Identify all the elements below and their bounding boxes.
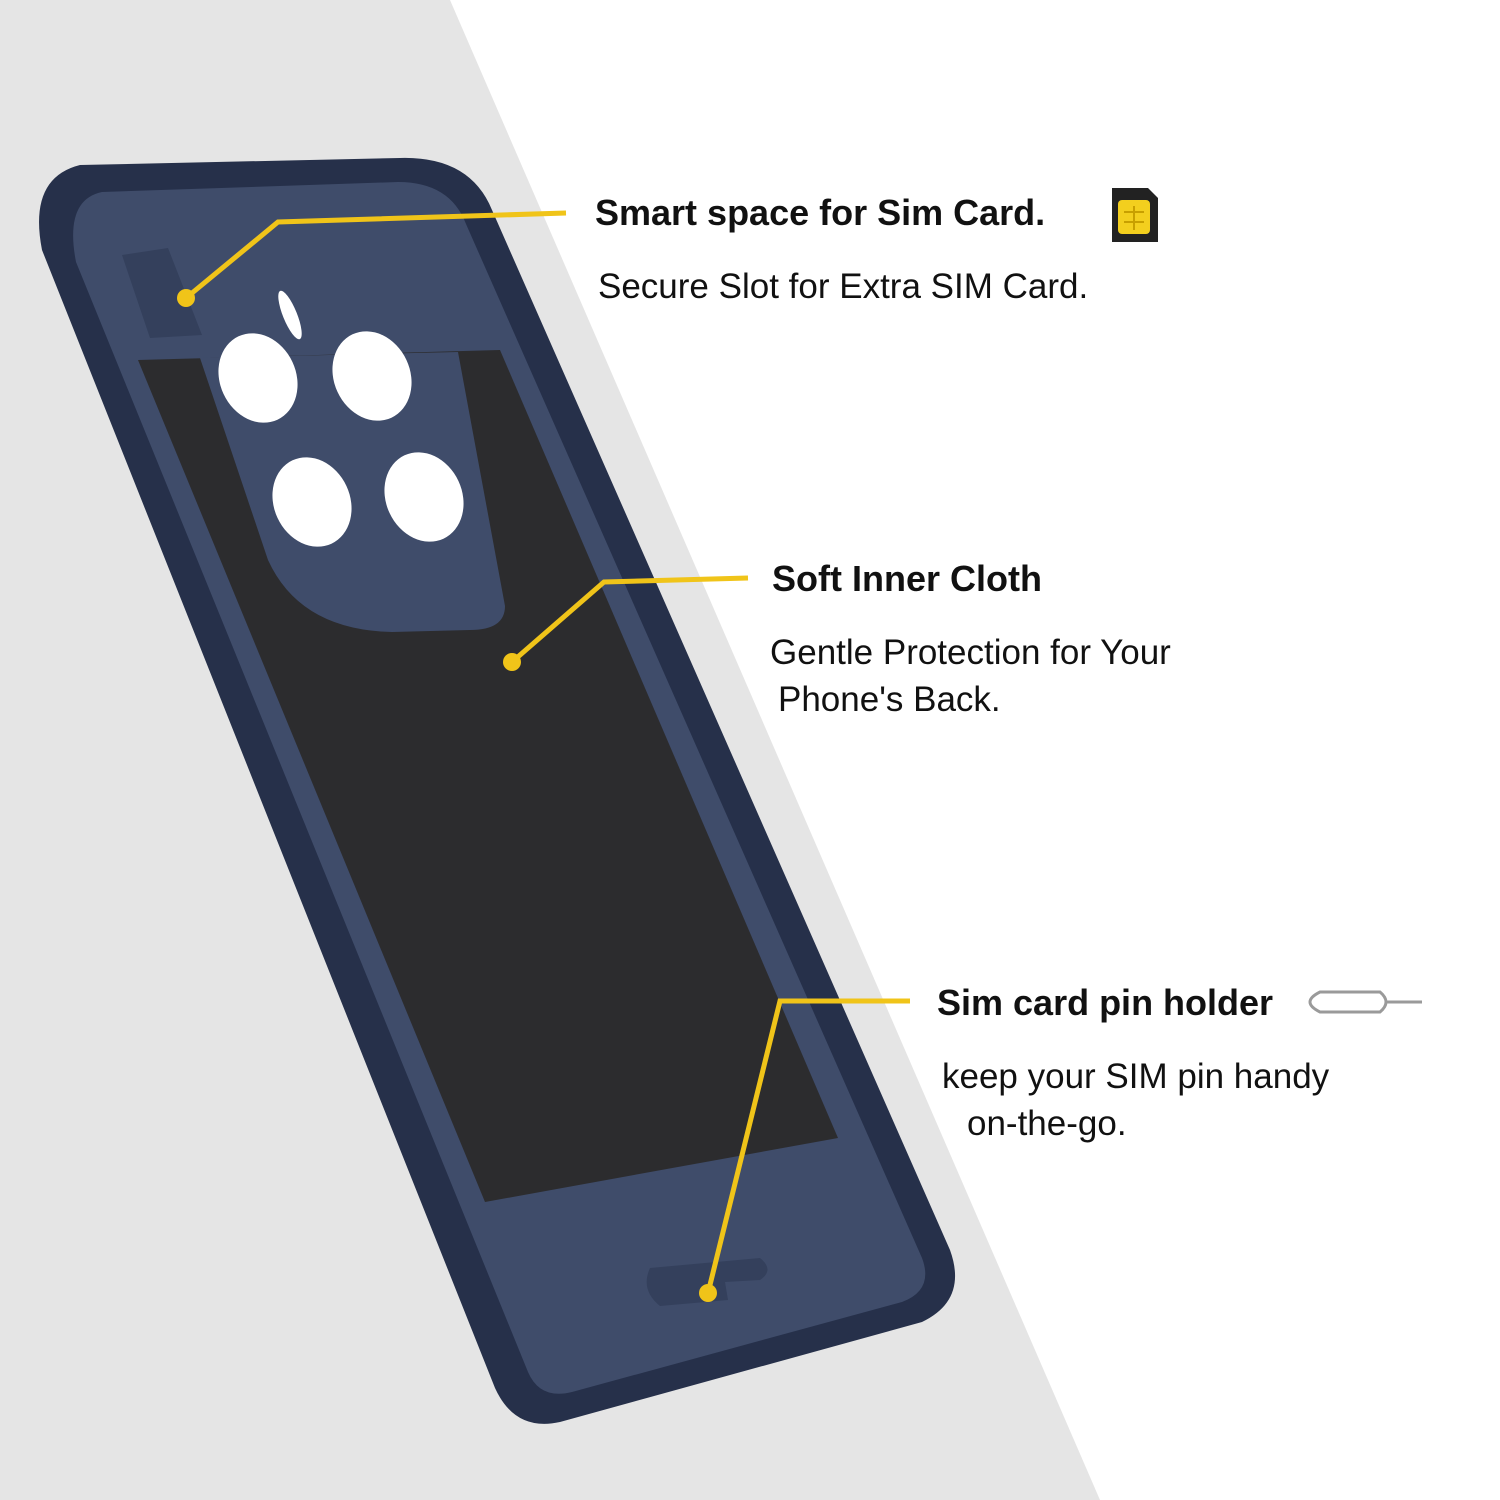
pin-holder-slot (646, 1258, 768, 1306)
phone-case (39, 157, 956, 1424)
feature-desc-inner-cloth-1: Gentle Protection for Your (770, 633, 1171, 672)
feature-title-inner-cloth: Soft Inner Cloth (772, 558, 1042, 599)
feature-desc-inner-cloth-2: Phone's Back. (778, 680, 1001, 719)
feature-title-pin-holder: Sim card pin holder (937, 982, 1274, 1023)
sim-card-icon (1112, 188, 1158, 242)
feature-desc-pin-holder-1: keep your SIM pin handy (942, 1057, 1330, 1096)
feature-title-sim-space: Smart space for Sim Card. (595, 192, 1046, 233)
feature-desc-pin-holder-2: on-the-go. (967, 1104, 1127, 1143)
feature-desc-sim-space: Secure Slot for Extra SIM Card. (598, 267, 1089, 306)
camera-island (200, 352, 505, 632)
sim-slot (122, 248, 202, 338)
callout-lines (184, 210, 910, 1294)
sim-eject-pin-icon (1308, 990, 1422, 1014)
